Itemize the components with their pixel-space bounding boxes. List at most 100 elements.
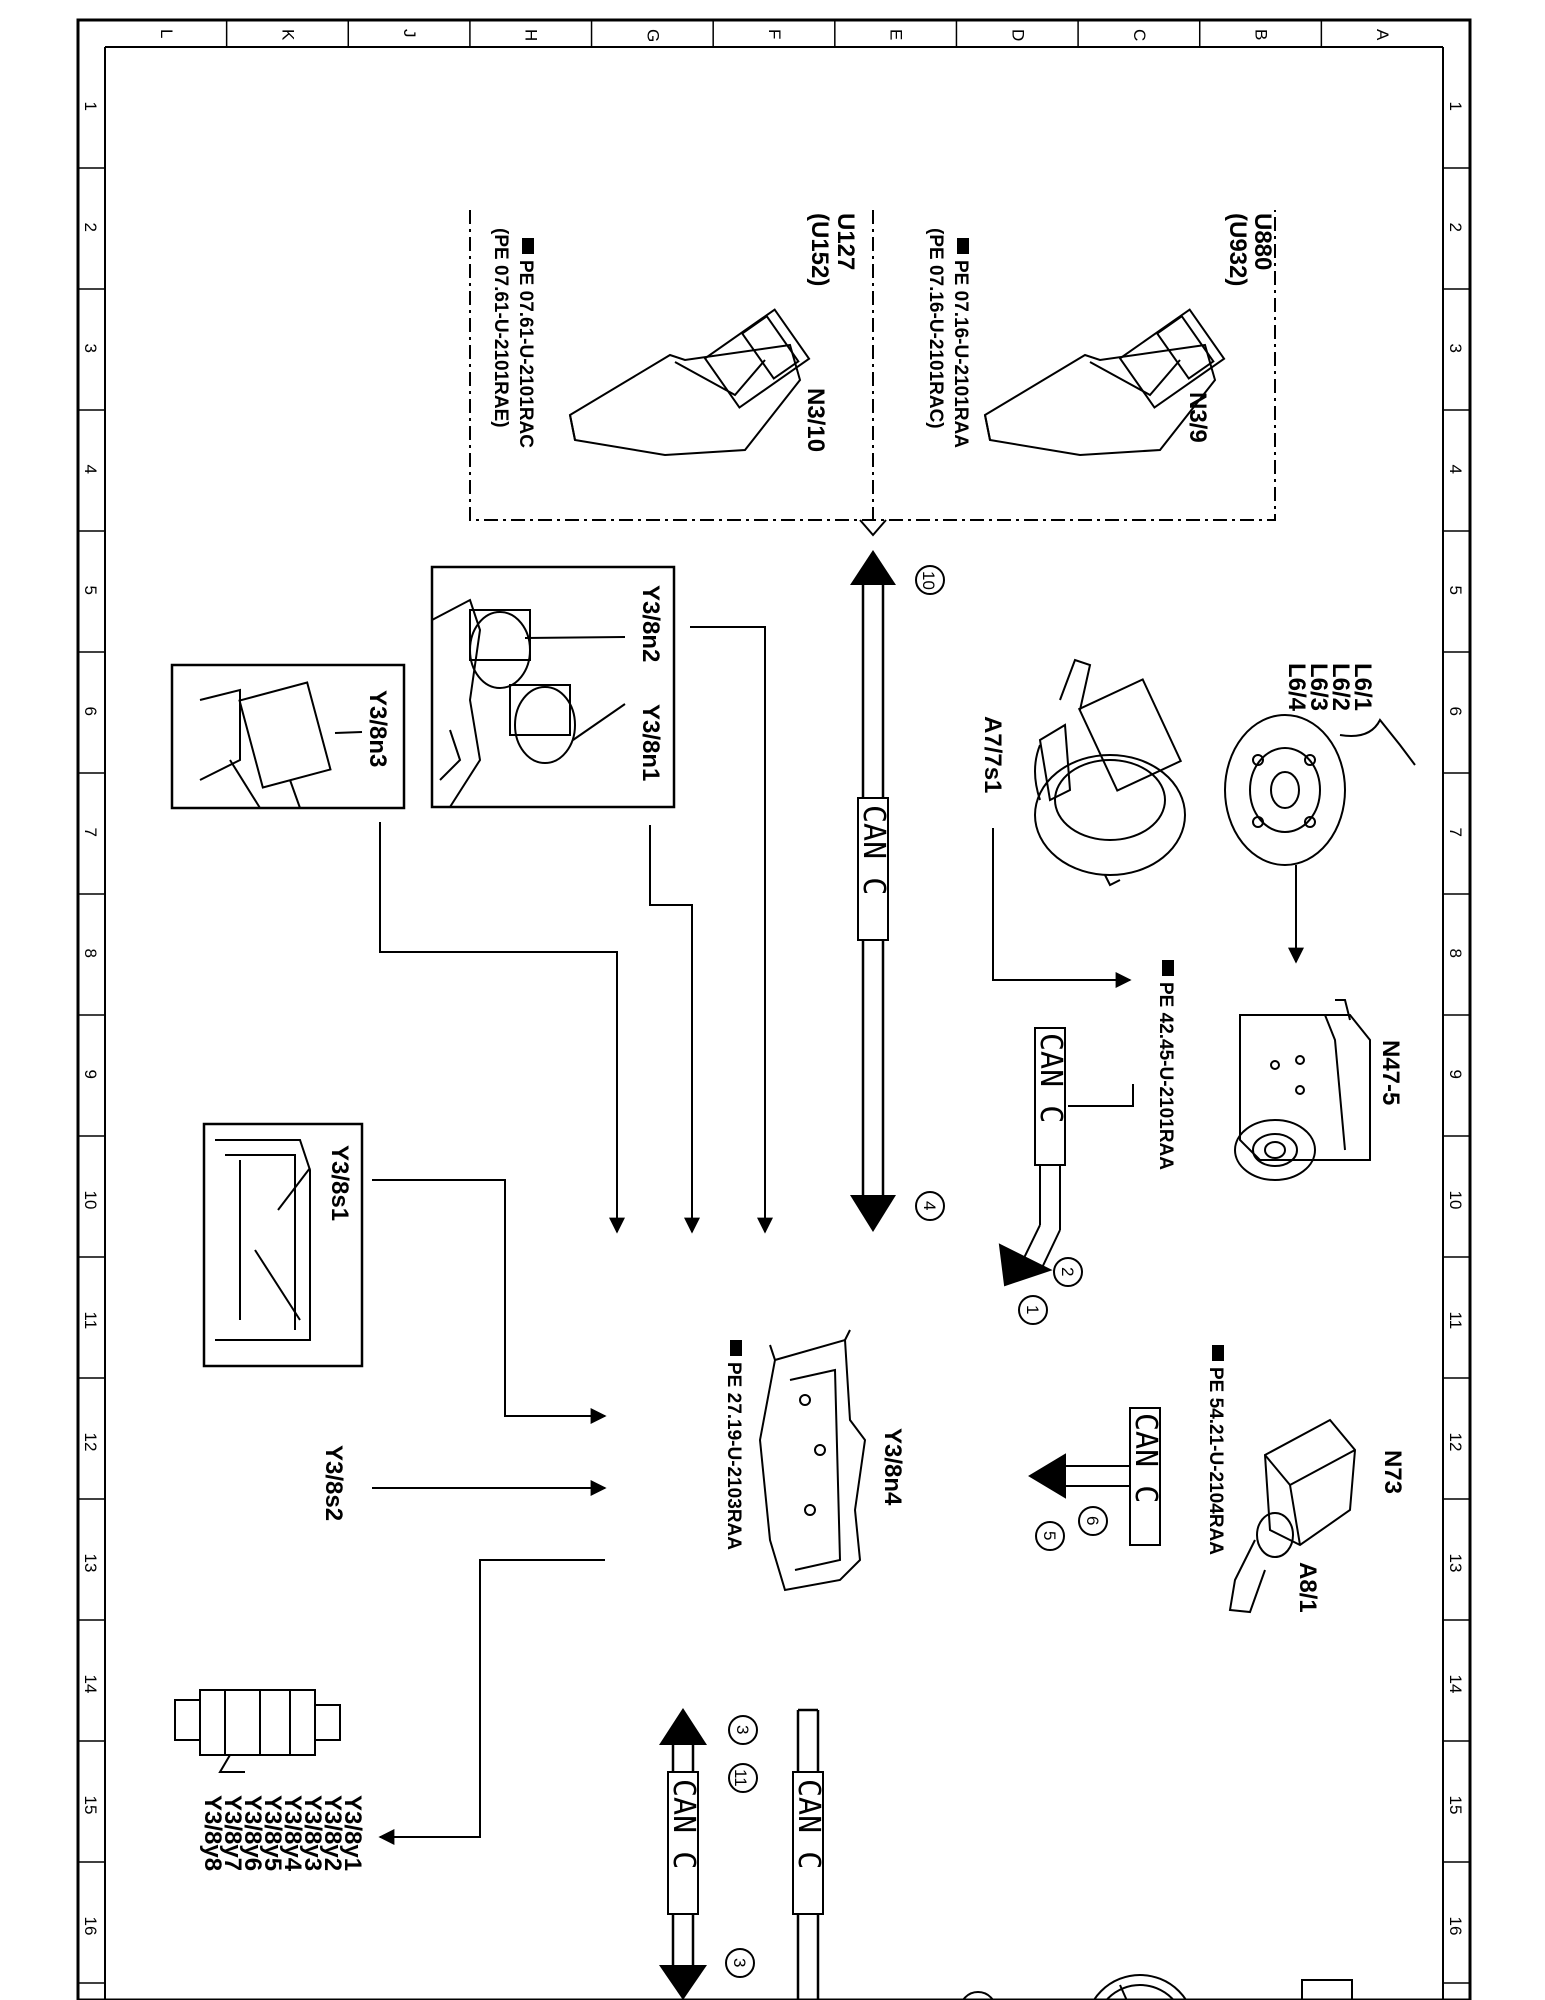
can-c-label-n73: CAN C	[1128, 1413, 1163, 1503]
can-bus-bottom-right: CAN C	[791, 1708, 826, 2000]
y3-8y1-label: Y3/8y1	[339, 1795, 366, 1871]
grid-row-label-right: 12	[1446, 1433, 1465, 1452]
bus-marker-10: 10	[915, 565, 945, 595]
bus-marker-3-top: 3	[728, 1715, 758, 1745]
y3-8n4-label: Y3/8n4	[879, 1428, 906, 1506]
grid-row-label-right: 10	[1446, 1191, 1465, 1210]
grid-row-label-right: 8	[1446, 949, 1465, 958]
grid-col-label: A	[1373, 29, 1392, 41]
svg-text:PE 42.45-U-2101RAA: PE 42.45-U-2101RAA	[1155, 982, 1176, 1170]
svg-text:PE 54.21-U-2104RAA: PE 54.21-U-2104RAA	[1205, 1367, 1226, 1555]
n3-9-ref-1: PE 07.16-U-2101RAA	[950, 238, 971, 448]
grid-row-label-left: 1	[81, 102, 100, 111]
bus-marker-1: 1	[1018, 1295, 1048, 1325]
grid-row-label-left: 13	[81, 1554, 100, 1573]
svg-text:PE 27.19-U-2103RAA: PE 27.19-U-2103RAA	[723, 1362, 744, 1550]
l6-wheel-sensor-drawing	[1224, 714, 1416, 866]
grid-row-label-right: 6	[1446, 707, 1465, 716]
y3-8n1-n2-inset	[430, 565, 676, 809]
grid-row-label-right: 16	[1446, 1917, 1465, 1936]
grid-row-label-right: 4	[1446, 465, 1465, 474]
n3-10-code-2: (U152)	[806, 213, 833, 286]
y3-8y4-label: Y3/8y4	[279, 1795, 306, 1872]
can-bus-n73	[1028, 1453, 1130, 1499]
l6-1-label: L6/1	[1349, 663, 1376, 711]
svg-text:PE 07.61-U-2101RAC: PE 07.61-U-2101RAC	[515, 260, 536, 448]
svg-text:2: 2	[1058, 1267, 1077, 1276]
svg-text:5: 5	[1040, 1531, 1059, 1540]
y3-8n4-drawing	[758, 1329, 867, 1592]
grid-col-label: G	[643, 29, 662, 42]
svg-text:4: 4	[920, 1201, 939, 1210]
svg-text:11: 11	[731, 1769, 750, 1787]
grid-col-label: K	[278, 29, 297, 41]
grid-col-label: B	[1252, 29, 1271, 40]
grid-row-label-right: 15	[1446, 1796, 1465, 1815]
svg-text:1: 1	[1023, 1305, 1042, 1314]
hand-pointer-icon	[730, 1340, 742, 1356]
y3-8n2-label: Y3/8n2	[637, 585, 664, 662]
hand-pointer-icon	[522, 238, 534, 254]
y3-8n1-label: Y3/8n1	[637, 704, 664, 781]
grid-col-label: E	[887, 29, 906, 40]
y3-8n4-ref: PE 27.19-U-2103RAA	[723, 1340, 744, 1550]
bus-marker-3-bottom: 3	[725, 1948, 755, 1978]
y3-8s1-inset	[202, 1122, 364, 1368]
y3-8n3-label: Y3/8n3	[364, 690, 391, 767]
gauge-partial-drawing	[961, 1974, 1353, 2000]
y3-8n3-inset	[170, 663, 406, 810]
n3-9-code-1: U880	[1249, 213, 1276, 270]
y3-8y2-label: Y3/8y2	[319, 1795, 346, 1871]
a8-1-label: A8/1	[1294, 1562, 1321, 1613]
n3-10-ref-2: (PE 07.61-U-2101RAE)	[490, 228, 511, 428]
grid-row-label-left: 2	[81, 223, 100, 232]
grid-row-label-left: 9	[81, 1070, 100, 1079]
n73-label: N73	[1379, 1450, 1406, 1494]
grid-row-label-right: 1	[1446, 102, 1465, 111]
grid-row-label-left: 11	[81, 1312, 100, 1330]
grid-row-label-right: 14	[1446, 1675, 1465, 1694]
y3-8y7-label: Y3/8y7	[219, 1795, 246, 1871]
hand-pointer-icon	[957, 238, 969, 254]
grid-row-label-left: 7	[81, 828, 100, 837]
grid-col-label: F	[765, 29, 784, 39]
y3-8s1-label: Y3/8s1	[326, 1145, 353, 1221]
control-units-group: N3/9 U880 (U932) PE 07.16-U-2101RAA (PE …	[469, 210, 1276, 537]
bus-marker-6: 6	[1078, 1506, 1108, 1536]
y3-8y6-label: Y3/8y6	[239, 1795, 266, 1871]
grid-row-label-right: 9	[1446, 1070, 1465, 1079]
svg-text:(PE 07.16-U-2101RAC): (PE 07.16-U-2101RAC)	[925, 228, 946, 429]
n3-10-code-1: U127	[832, 213, 859, 270]
n3-10-label: N3/10	[802, 388, 829, 452]
l6-4-label: L6/4	[1283, 663, 1310, 712]
grid-row-label-right: 3	[1446, 344, 1465, 353]
can-c-label-esp: CAN C	[1033, 1033, 1068, 1123]
y3-8s2-label: Y3/8s2	[320, 1445, 347, 1521]
grid-row-label-left: 3	[81, 344, 100, 353]
n73-drawing	[1228, 1418, 1357, 1614]
svg-text:(PE 07.61-U-2101RAE): (PE 07.61-U-2101RAE)	[490, 228, 511, 428]
n3-9-ref-2: (PE 07.16-U-2101RAC)	[925, 228, 946, 429]
grid-row-label-right: 13	[1446, 1554, 1465, 1573]
l6-3-label: L6/3	[1305, 663, 1332, 711]
grid-row-label-left: 4	[81, 465, 100, 474]
hand-pointer-icon	[1162, 960, 1174, 976]
bus-marker-11: 11	[728, 1763, 758, 1793]
n3-9-code-2: (U932)	[1224, 213, 1251, 286]
n3-9-label: N3/9	[1184, 392, 1211, 443]
grid-col-label: J	[400, 29, 419, 38]
a7-7s1-arrow	[992, 828, 1132, 988]
grid-row-label-left: 6	[81, 707, 100, 716]
signal-arrows-in	[372, 626, 773, 1845]
can-bus-main: CAN C	[850, 550, 896, 1232]
y3-8y3-label: Y3/8y3	[299, 1795, 326, 1871]
grid-row-label-left: 15	[81, 1796, 100, 1815]
n47-5-drawing	[1234, 999, 1371, 1181]
l6-2-label: L6/2	[1327, 663, 1354, 711]
grid-row-label-left: 16	[81, 1917, 100, 1936]
grid-row-label-left: 8	[81, 949, 100, 958]
svg-text:10: 10	[919, 571, 938, 590]
svg-text:3: 3	[733, 1725, 752, 1734]
